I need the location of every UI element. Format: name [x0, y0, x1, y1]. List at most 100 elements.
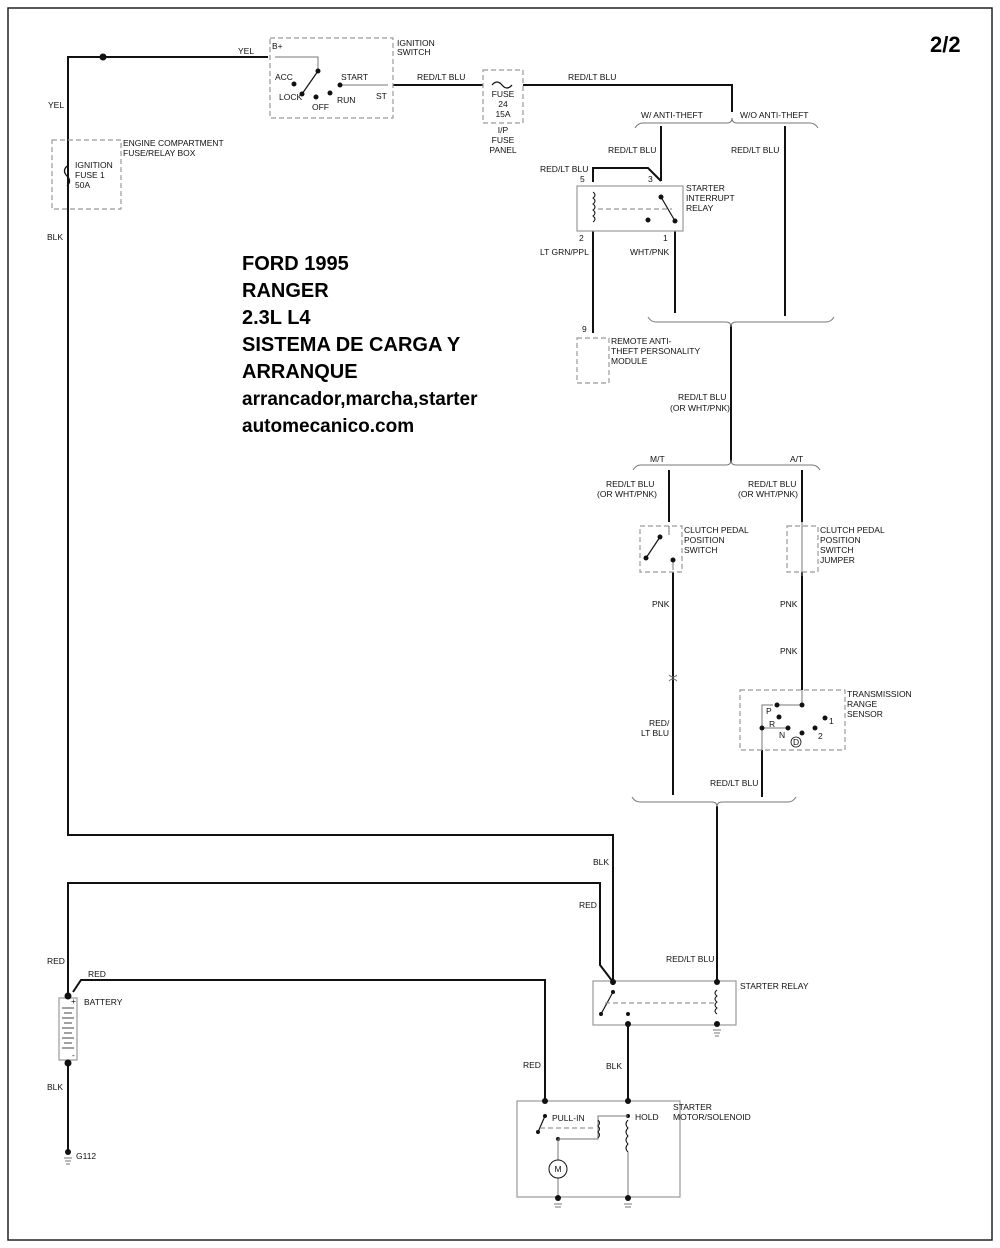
label-yel: YEL: [238, 46, 254, 56]
label-fuse1: IGNITION: [75, 160, 113, 170]
label-red: RED: [88, 969, 106, 979]
label-red-lt-blu: RED/LT BLU: [666, 954, 714, 964]
label-name1: TRANSMISSION: [847, 689, 912, 699]
clutch-pedal-position-switch-jumper: CLUTCH PEDAL POSITION SWITCH JUMPER: [786, 522, 885, 576]
label-pin1: 1: [663, 233, 668, 243]
label-red-lt-blu: RED/LT BLU: [710, 778, 758, 788]
label-red-lt-blu: RED/LT BLU: [748, 479, 796, 489]
title-block: FORD 1995 RANGER 2.3L L4 SISTEMA DE CARG…: [242, 253, 478, 437]
label-pin2: 2: [579, 233, 584, 243]
label-name2: RANGE: [847, 699, 878, 709]
label-name1: STARTER: [673, 1102, 712, 1112]
label-name2: POSITION: [684, 535, 725, 545]
label-l2: 24: [498, 99, 508, 109]
label-red-lt-blu: RED/LT BLU: [540, 164, 588, 174]
label-name1: CLUTCH PEDAL: [684, 525, 749, 535]
label-red-slash: RED/: [649, 718, 670, 728]
label-red-lt-blu: RED/LT BLU: [568, 72, 616, 82]
title-line: FORD 1995: [242, 253, 349, 275]
label-name3: SWITCH: [684, 545, 718, 555]
label-name1: IGNITION: [397, 38, 435, 48]
label-r: R: [769, 719, 775, 729]
option-labels: W/ ANTI-THEFT W/O ANTI-THEFT M/T A/T: [641, 110, 808, 464]
label-pin3: 3: [648, 174, 653, 184]
label-with-antitheft: W/ ANTI-THEFT: [641, 110, 703, 120]
title-line: automecanico.com: [242, 416, 414, 437]
starter-interrupt-relay: 5 3 2 1 STARTER INTERRUPT RELAY: [576, 174, 735, 243]
label-name4: JUMPER: [820, 555, 855, 565]
label-lt-blu: LT BLU: [641, 728, 669, 738]
label-red-lt-blu: RED/LT BLU: [731, 145, 779, 155]
title-line: 2.3L L4: [242, 307, 311, 329]
label-or-wht-pnk: (OR WHT/PNK): [738, 489, 798, 499]
label-minus: -: [72, 1050, 75, 1060]
clutch-pedal-position-switch: CLUTCH PEDAL POSITION SWITCH: [639, 525, 749, 573]
engine-fuse-box: IGNITION FUSE 1 50A ENGINE COMPARTMENT F…: [51, 138, 224, 210]
label-mt: M/T: [650, 454, 665, 464]
label-p: P: [766, 706, 772, 716]
title-line: ARRANQUE: [242, 361, 358, 383]
label-fuse2: FUSE 1: [75, 170, 105, 180]
label-or-wht-pnk: (OR WHT/PNK): [597, 489, 657, 499]
label-name1: STARTER: [686, 183, 725, 193]
label-wht-pnk: WHT/PNK: [630, 247, 670, 257]
label-one: 1: [829, 716, 834, 726]
label-blk: BLK: [47, 232, 63, 242]
label-red-lt-blu: RED/LT BLU: [678, 392, 726, 402]
label-blk: BLK: [606, 1061, 622, 1071]
label-name3: SWITCH: [820, 545, 854, 555]
label-red-lt-blu: RED/LT BLU: [417, 72, 465, 82]
label-name2: INTERRUPT: [686, 193, 735, 203]
label-pnk: PNK: [780, 646, 798, 656]
label-l3: 15A: [495, 109, 510, 119]
title-line: RANGER: [242, 280, 329, 302]
label-lt-grn-ppl: LT GRN/PPL: [540, 247, 589, 257]
page-border: [7, 7, 993, 1241]
transmission-range-sensor: P R N D 1 2 TRANSMISSION RANGE SENSOR: [739, 689, 912, 751]
label-or-wht-pnk: (OR WHT/PNK): [670, 403, 730, 413]
label-name3: RELAY: [686, 203, 714, 213]
label-motor: M: [554, 1164, 561, 1174]
label-run: RUN: [337, 95, 355, 105]
label-name2: FUSE/RELAY BOX: [123, 148, 196, 158]
label-yel: YEL: [48, 100, 64, 110]
label-name3: SENSOR: [847, 709, 883, 719]
label-blk: BLK: [593, 857, 609, 867]
label-st: ST: [376, 91, 387, 101]
page-number: 2/2: [930, 32, 961, 57]
label-red-lt-blu: RED/LT BLU: [606, 479, 654, 489]
label-fuse3: 50A: [75, 180, 90, 190]
label-panel3: PANEL: [489, 145, 517, 155]
label-pin9: 9: [582, 324, 587, 334]
label-panel1: I/P: [498, 125, 509, 135]
label-name2: SWITCH: [397, 47, 431, 57]
label-red-lt-blu: RED/LT BLU: [608, 145, 656, 155]
label-n: N: [779, 730, 785, 740]
anti-theft-module: 9 REMOTE ANTI- THEFT PERSONALITY MODULE: [576, 324, 700, 384]
starter-relay: STARTER RELAY: [592, 979, 809, 1037]
label-name1: CLUTCH PEDAL: [820, 525, 885, 535]
label-name2: POSITION: [820, 535, 861, 545]
label-start: START: [341, 72, 368, 82]
label-name: G112: [76, 1151, 96, 1161]
label-name2: THEFT PERSONALITY: [611, 346, 700, 356]
wire-labels: YEL YEL BLK RED/LT BLU RED/LT BLU RED/LT…: [47, 46, 798, 1092]
label-pullin: PULL-IN: [552, 1113, 585, 1123]
label-name3: MODULE: [611, 356, 648, 366]
starter-motor-solenoid: M PULL-IN HOLD STARTER MOTOR/SOLENOID: [516, 1098, 751, 1208]
title-line: arrancador,marcha,starter: [242, 389, 478, 410]
label-without-antitheft: W/O ANTI-THEFT: [740, 110, 808, 120]
label-name: BATTERY: [84, 997, 123, 1007]
label-blk: BLK: [47, 1082, 63, 1092]
label-name1: REMOTE ANTI-: [611, 336, 672, 346]
battery: + - BATTERY: [58, 992, 123, 1067]
title-line: SISTEMA DE CARGA Y: [242, 334, 461, 356]
label-red: RED: [579, 900, 597, 910]
label-d: D: [793, 737, 799, 747]
label-hold: HOLD: [635, 1112, 659, 1122]
label-name1: ENGINE COMPARTMENT: [123, 138, 224, 148]
label-bplus: B+: [272, 41, 283, 51]
ip-fuse-panel: FUSE 24 15A I/P FUSE PANEL: [482, 69, 524, 155]
ground-g112: G112: [64, 1149, 96, 1165]
